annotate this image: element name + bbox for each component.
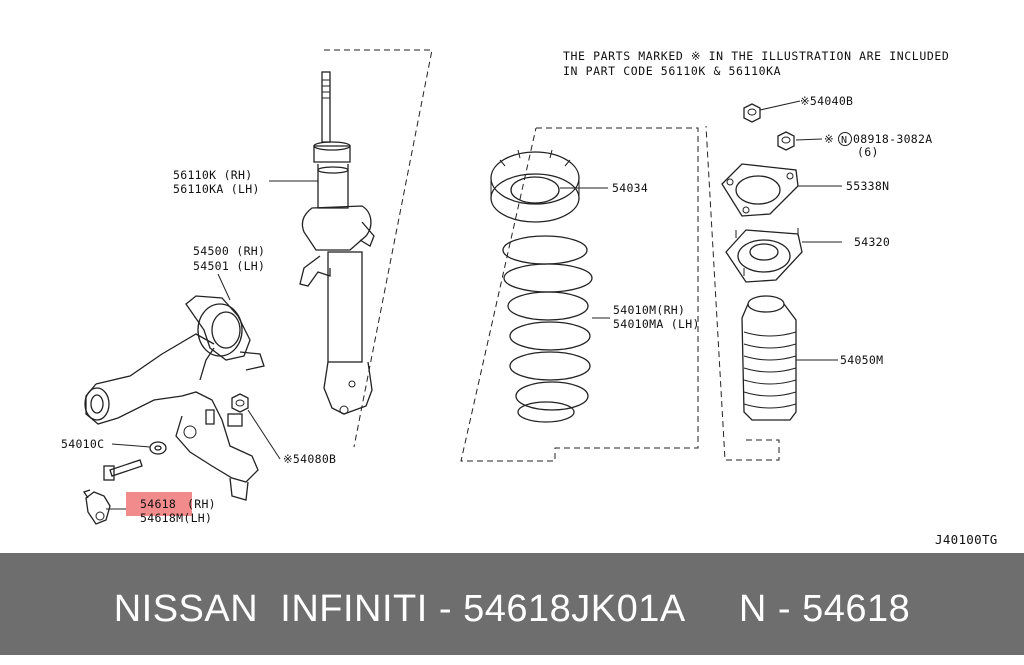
strut-group-outline: [324, 49, 433, 448]
label-strut-rh: 56110K (RH): [173, 168, 252, 182]
label-plate: 55338N: [846, 179, 889, 193]
spring-seat-drawing: [490, 149, 580, 223]
label-bolt-prefix: ※: [824, 132, 834, 146]
footer-banner: NISSAN INFINITI - 54618JK01A N - 54618: [0, 553, 1024, 655]
label-bolt-circle: N: [841, 135, 847, 146]
label-seat: 54034: [612, 181, 648, 195]
mount-drawing: [725, 228, 803, 283]
mount-group-outline: [705, 125, 780, 461]
diagram-code: J40100TG: [935, 532, 998, 547]
top-nut-drawing: [743, 103, 761, 123]
spring-group-outline: [460, 127, 699, 462]
bolt-nut-drawing: [777, 131, 795, 151]
coil-spring-drawing: [502, 235, 593, 423]
label-bolt-code: 08918-3082A: [853, 132, 932, 146]
label-link-rh-code: 54618: [140, 497, 176, 511]
label-link-lh: 54618M(LH): [140, 511, 212, 525]
label-spring-lh: 54010MA (LH): [613, 317, 700, 331]
label-bolt-qty: (6): [857, 145, 879, 159]
strut-assembly-drawing: [299, 71, 375, 415]
label-link-rh-side: (RH): [187, 497, 216, 511]
plate-drawing: [721, 163, 799, 217]
lower-arm-drawing: [84, 295, 265, 501]
note-line-2: IN PART CODE 56110K & 56110KA: [563, 64, 781, 78]
parts-diagram: THE PARTS MARKED ※ IN THE ILLUSTRATION A…: [61, 49, 998, 547]
label-bushing: 54010C: [61, 437, 104, 451]
note-line-1: THE PARTS MARKED ※ IN THE ILLUSTRATION A…: [563, 49, 949, 63]
label-strut-lh: 56110KA (LH): [173, 182, 260, 196]
label-arm-lh: 54501 (LH): [193, 259, 265, 273]
part-highlight: [126, 492, 192, 516]
label-arm-rh: 54500 (RH): [193, 244, 265, 258]
label-boot: 54050M: [840, 353, 883, 367]
footer-part-title: NISSAN INFINITI - 54618JK01A N - 54618: [113, 588, 911, 630]
dust-boot-drawing: [741, 295, 797, 421]
bolt-circle-marker: [838, 132, 852, 146]
washer-drawing: [149, 441, 167, 455]
label-nut-b: ※54080B: [283, 452, 336, 466]
label-nut-top: ※54040B: [800, 94, 853, 108]
nut-b-drawing: [231, 393, 249, 413]
link-bolt-drawing: [82, 459, 143, 525]
label-spring-rh: 54010M(RH): [613, 303, 685, 317]
label-mount: 54320: [854, 235, 890, 249]
